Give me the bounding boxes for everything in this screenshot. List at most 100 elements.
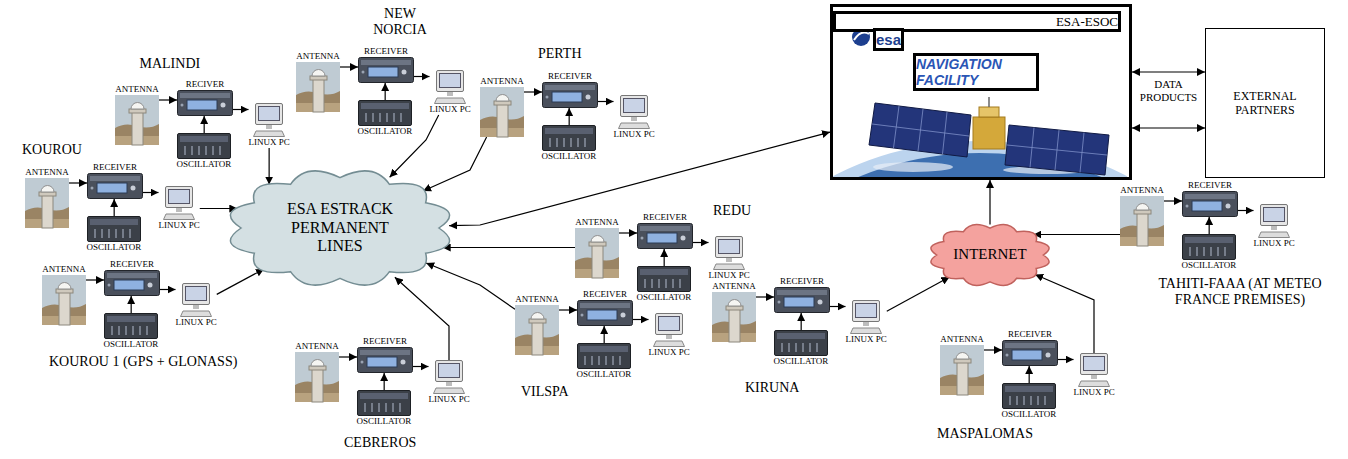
receiver-body — [543, 83, 598, 108]
earth-cloud — [873, 162, 953, 172]
antenna-dome — [58, 283, 71, 290]
oscillator-body — [637, 267, 690, 292]
receiver-icon — [774, 287, 830, 313]
linux-pc-node: LINUX PC — [1254, 204, 1295, 249]
receiver-top — [640, 226, 690, 231]
station-name: NEW NORCIA — [360, 6, 440, 38]
node-label: LINUX PC — [649, 347, 690, 358]
data-link-arrow — [1033, 234, 1120, 235]
oscillator-body — [774, 331, 827, 356]
oscillator-icon — [774, 330, 828, 356]
oscillator-vent — [809, 343, 811, 352]
data-link-arrow — [801, 313, 802, 330]
node-label: OSCILLATOR — [637, 292, 692, 303]
antenna-pillar — [729, 309, 740, 342]
oscillator-icon — [1182, 234, 1236, 260]
oscillator-vent — [591, 356, 593, 365]
receiver-body — [358, 348, 413, 373]
keyboard-shape — [1259, 232, 1290, 238]
linux-pc-node: LINUX PC — [649, 313, 690, 358]
oscillator-vent — [1030, 396, 1032, 405]
satellite-mast — [988, 97, 990, 107]
oscillator-vent — [1037, 396, 1039, 405]
oscillator-body — [358, 101, 411, 126]
data-link-arrow — [524, 91, 542, 92]
oscillator-vent — [108, 229, 110, 238]
receiver-node: RECEIVER — [104, 259, 160, 296]
node-label: ANTENNA — [42, 264, 86, 275]
data-link-arrow — [1164, 200, 1182, 201]
receiver-display — [367, 357, 397, 367]
oscillator-vent — [679, 279, 681, 288]
receiver-node: RECEIVER — [637, 212, 693, 249]
cloud-shape — [931, 225, 1049, 286]
station-name: KOUROU — [22, 142, 82, 158]
oscillator-top — [545, 128, 593, 134]
receiver-knob — [221, 103, 226, 108]
oscillator-vent — [605, 356, 607, 365]
monitor-stand — [666, 335, 672, 339]
receiver-display — [587, 310, 617, 320]
receiver-icon — [104, 270, 160, 296]
station-name: MALINDI — [140, 56, 201, 72]
oscillator-icon — [542, 125, 596, 151]
sky-backdrop — [480, 87, 524, 137]
oscillator-vent — [198, 146, 200, 155]
receiver-led — [1186, 205, 1189, 208]
partner-box: EXTERNAL PARTNERS — [1205, 28, 1325, 178]
antenna-plate — [529, 319, 546, 323]
receiver-icon — [1002, 340, 1058, 366]
oscillator-vent — [1189, 247, 1191, 256]
receiver-display — [1192, 201, 1222, 211]
data-link-arrow — [69, 182, 87, 183]
node-label: ANTENNA — [296, 51, 340, 62]
receiver-led — [181, 104, 184, 107]
receiver-knob — [621, 313, 626, 318]
oscillator-vent — [94, 229, 96, 238]
antenna-node: ANTENNA — [115, 84, 159, 145]
receiver-node: RECEIVER — [542, 71, 598, 108]
linux-pc-node: LINUX PC — [176, 283, 217, 328]
linux-pc-node: LINUX PC — [846, 300, 887, 345]
monitor-frame — [436, 361, 463, 382]
receiver-knob — [402, 70, 407, 75]
monitor-stand — [266, 125, 272, 129]
node-label: RECEIVER — [583, 289, 627, 300]
node-label: OSCILLATOR — [577, 369, 632, 380]
antenna-node: ANTENNA — [295, 341, 339, 402]
solar-panel — [1005, 125, 1109, 175]
data-link-arrow — [426, 263, 515, 309]
oscillator-node: OSCILLATOR — [774, 330, 829, 367]
station-name: TAHITI-FAAA (AT METEO FRANCE PREMISES) — [1142, 276, 1338, 308]
node-label: RECEIVER — [643, 212, 687, 223]
receiver-body — [775, 288, 830, 313]
monitor-frame — [1081, 354, 1108, 375]
data-link-arrow — [604, 326, 605, 343]
data-link-arrow — [131, 296, 132, 313]
node-label: LINUX PC — [429, 394, 470, 405]
antenna-pillar — [957, 362, 968, 395]
oscillator-vent — [372, 113, 374, 122]
receiver-led — [362, 71, 365, 74]
node-label: ANTENNA — [712, 281, 756, 292]
oscillator-vent — [379, 113, 381, 122]
sky-backdrop — [42, 275, 86, 325]
receiver-node: RECIVER — [177, 79, 233, 116]
keyboard-shape — [1079, 381, 1110, 387]
data-link-arrow — [1238, 210, 1254, 211]
oscillator-body — [87, 217, 140, 242]
facility-name: NAVIGATION FACILITY — [913, 53, 1039, 91]
oscillator-vent — [563, 138, 565, 147]
pc-icon — [850, 300, 882, 334]
network-cloud: INTERNET — [928, 223, 1052, 287]
oscillator-icon — [577, 343, 631, 369]
antenna-dome — [728, 300, 741, 307]
receiver-top — [361, 60, 411, 65]
data-link-arrow — [984, 349, 1002, 350]
oscillator-vent — [612, 356, 614, 365]
node-label: OSCILLATOR — [177, 159, 232, 170]
oscillator-top — [1185, 237, 1233, 243]
oscillator-vent — [570, 138, 572, 147]
keyboard-shape — [254, 131, 285, 137]
